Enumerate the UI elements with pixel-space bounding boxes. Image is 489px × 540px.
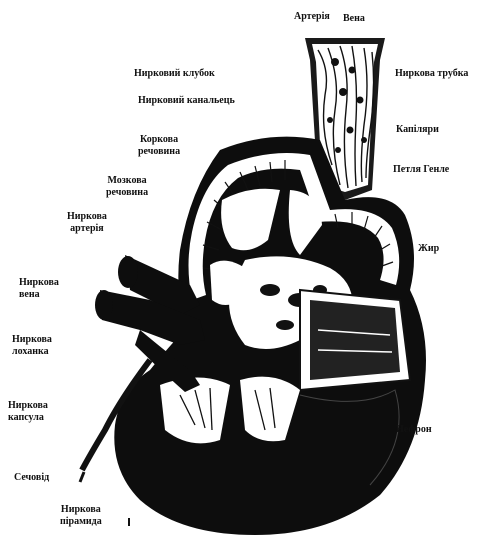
label-pyramid-line1: Ниркова	[60, 504, 102, 516]
pyramid-marker	[128, 518, 130, 526]
label-glomerulus: Нирковий клубок	[134, 68, 215, 80]
label-renal-pyramid: Ниркова пірамида	[60, 504, 102, 528]
label-renal-capsule: Ниркова капсула	[8, 400, 48, 424]
label-medulla: Мозкова речовина	[106, 175, 148, 199]
label-renal-vein-line2: вена	[19, 289, 59, 301]
label-fat: Жир	[418, 243, 439, 255]
label-capillaries: Капіляри	[396, 124, 439, 136]
label-renal-pelvis: Ниркова лоханка	[12, 334, 52, 358]
label-renal-artery-line2: артерія	[67, 223, 107, 235]
label-renal-vein: Ниркова вена	[19, 277, 59, 301]
label-cortex: Коркова речовина	[138, 134, 180, 158]
label-kidney-tube: Нирковa трубка	[395, 68, 468, 80]
label-capsule-line1: Ниркова	[8, 400, 48, 412]
label-nephron: Нефрон	[396, 424, 432, 436]
label-ureter: Сечовід	[14, 472, 49, 484]
label-cortex-line1: Коркова	[138, 134, 180, 146]
label-capsule-line2: капсула	[8, 412, 48, 424]
label-loop-henle: Петля Генле	[393, 164, 449, 176]
label-tubule-duct: Нирковий канальець	[138, 95, 235, 107]
label-pelvis-line1: Ниркова	[12, 334, 52, 346]
label-renal-artery: Ниркова артерія	[67, 211, 107, 235]
label-renal-artery-line1: Ниркова	[67, 211, 107, 223]
label-vein-top: Вена	[343, 13, 365, 25]
label-pyramid-line2: пірамида	[60, 516, 102, 528]
label-artery-top: Артерія	[294, 11, 330, 23]
label-medulla-line1: Мозкова	[106, 175, 148, 187]
label-pelvis-line2: лоханка	[12, 346, 52, 358]
label-renal-vein-line1: Ниркова	[19, 277, 59, 289]
label-cortex-line2: речовина	[138, 146, 180, 158]
label-medulla-line2: речовина	[106, 187, 148, 199]
